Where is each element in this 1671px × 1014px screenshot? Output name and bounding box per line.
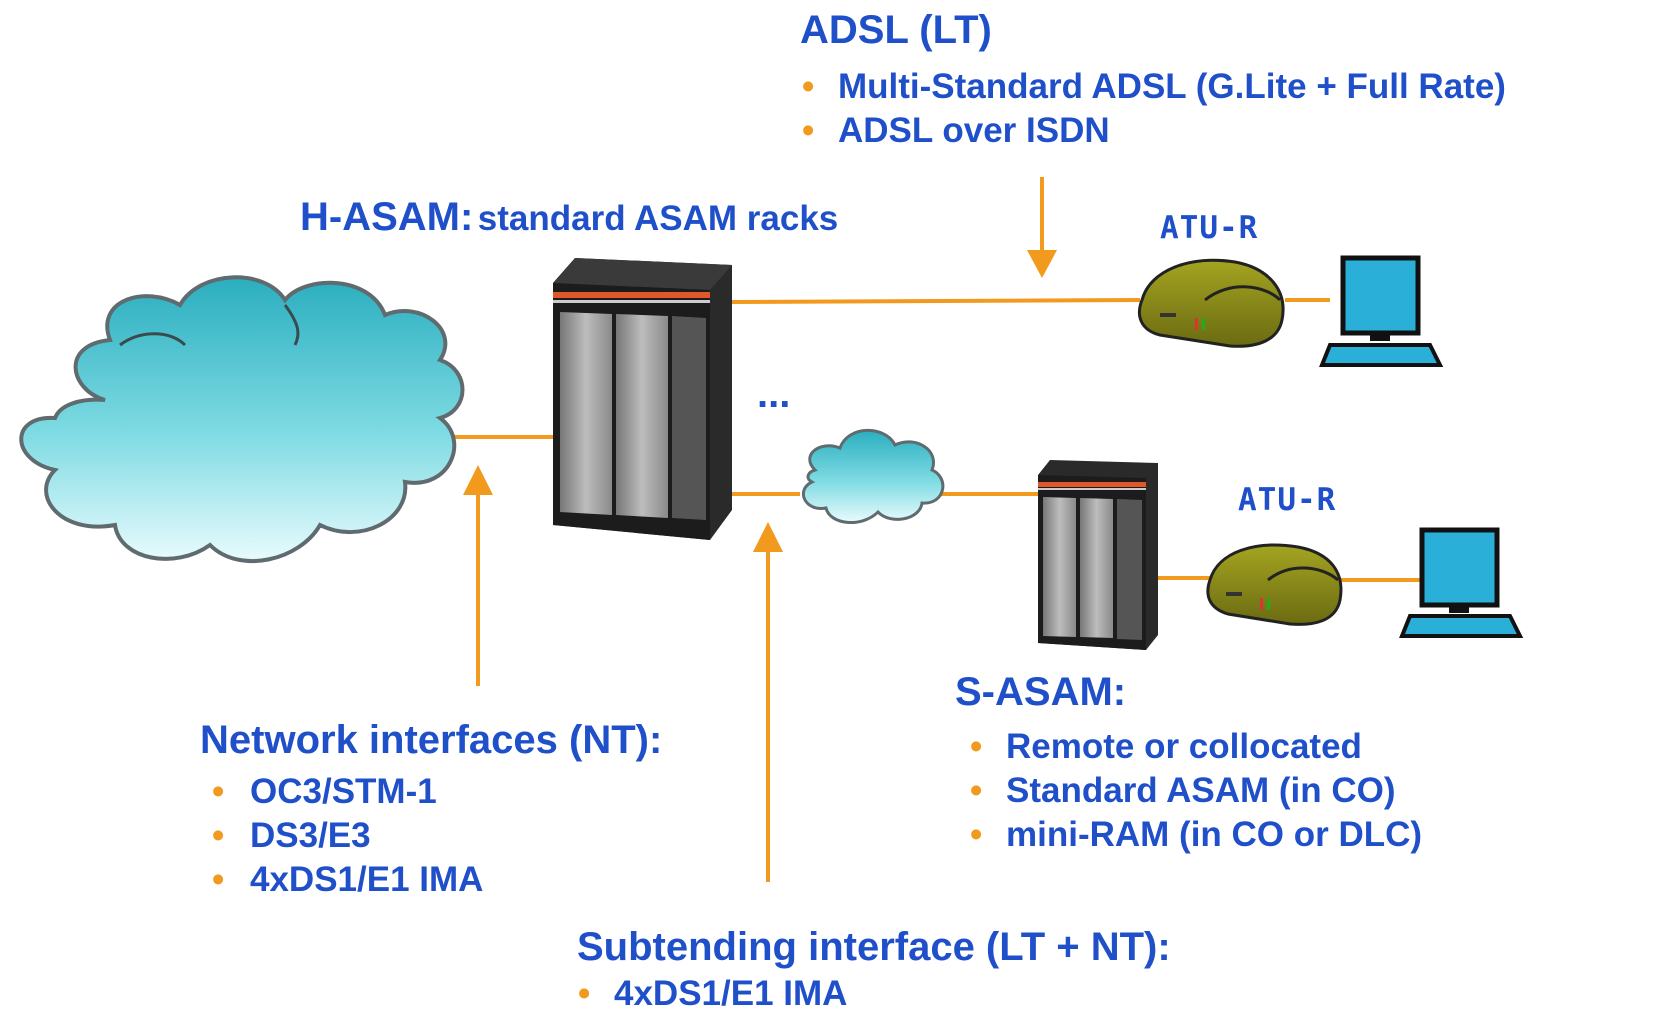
list-item: •4xDS1/E1 IMA [212,858,483,902]
bullet-icon: • [802,67,815,106]
subtending-interface-list: •4xDS1/E1 IMA [578,975,847,1013]
computer-icon [1319,255,1444,367]
bullet-icon: • [212,816,225,855]
list-item: •OC3/STM-1 [212,770,483,814]
arrow-up-icon [753,522,783,552]
h-asam-label: H-ASAM: standard ASAM racks [300,195,838,240]
network-interfaces-title: Network interfaces (NT): [200,718,663,762]
connection-lines [395,298,1420,582]
modem-icon [1206,543,1343,626]
bullet-icon: • [970,771,983,810]
computer-icon [1399,527,1524,638]
list-item: •mini-RAM (in CO or DLC) [970,813,1422,857]
list-item: •Multi-Standard ADSL (G.Lite + Full Rate… [802,65,1506,109]
subtending-interface-title: Subtending interface (LT + NT): [577,925,1171,969]
bullet-icon: • [970,727,983,766]
h-asam-title: H-ASAM: [300,195,474,239]
arrow-down-icon [1027,250,1057,278]
s-asam-title: S-ASAM: [955,670,1127,714]
ellipsis: ... [757,372,791,416]
link-hasam-to-modem-top [731,298,1141,304]
atu-r-label-bottom: ATU-R [1238,482,1337,518]
bullet-icon: • [970,815,983,854]
list-item: •Standard ASAM (in CO) [970,769,1422,813]
rack-icon [1038,460,1158,650]
network-cloud-icon [19,275,465,564]
h-asam-subtitle: standard ASAM racks [477,199,839,238]
bullet-icon: • [578,974,591,1013]
callout-arrows [463,177,1057,882]
bullet-icon: • [802,111,815,150]
adsl-lt-title: ADSL (LT) [800,8,992,52]
s-asam-list: •Remote or collocated •Standard ASAM (in… [970,725,1422,857]
list-item: •4xDS1/E1 IMA [578,974,848,1013]
modem-icon [1137,258,1285,348]
atu-r-label-top: ATU-R [1160,210,1259,246]
bullet-icon: • [212,860,225,899]
adsl-lt-list: •Multi-Standard ADSL (G.Lite + Full Rate… [802,65,1506,153]
list-item: •DS3/E3 [212,814,483,858]
network-cloud-icon [801,428,945,525]
network-interfaces-list: •OC3/STM-1 •DS3/E3 •4xDS1/E1 IMA [212,770,483,902]
list-item: •ADSL over ISDN [802,109,1506,153]
rack-icon [553,258,732,540]
bullet-icon: • [212,772,225,811]
arrow-up-icon [463,465,493,495]
list-item: •Remote or collocated [970,725,1422,769]
